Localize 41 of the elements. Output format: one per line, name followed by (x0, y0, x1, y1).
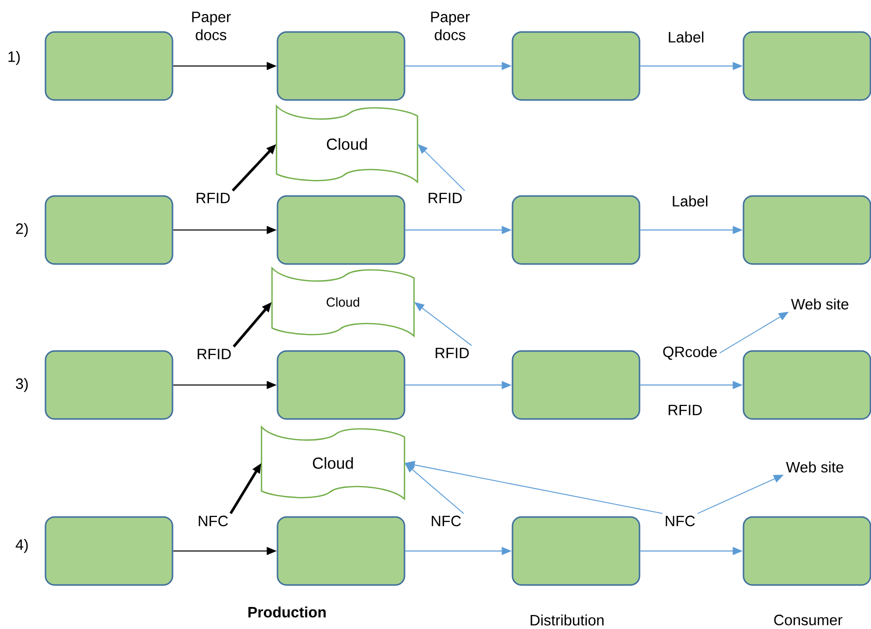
process-box (512, 31, 640, 101)
cloud-banner: Cloud (276, 105, 418, 183)
text-label: RFID (196, 192, 230, 204)
process-box (742, 350, 871, 420)
stage-label: Production (248, 606, 326, 618)
row-number: 1) (8, 51, 20, 65)
process-box (512, 516, 640, 586)
stage-label: Distribution (530, 614, 604, 626)
edge-label: Paper docs (431, 12, 470, 40)
cloud-banner: Cloud (271, 267, 415, 337)
process-box (276, 195, 406, 265)
process-box (44, 195, 174, 265)
text-label: RFID (428, 192, 462, 204)
edge-label: RFID (668, 404, 702, 416)
process-box (44, 31, 174, 101)
text-label: NFC (432, 516, 461, 526)
row-number: 2) (16, 223, 28, 237)
edge-label: Label (668, 32, 704, 42)
row-number: 3) (16, 378, 28, 392)
text-label: RFID (198, 348, 231, 360)
process-box (276, 350, 406, 420)
process-box (512, 350, 640, 420)
edge-label: Paper docs (192, 12, 231, 40)
text-label: NFC (198, 516, 228, 526)
text-label: RFID (436, 348, 469, 358)
text-label: Web site (791, 298, 848, 310)
row-number: 4) (16, 539, 28, 553)
process-box (44, 350, 174, 420)
text-label: NFC (666, 516, 695, 526)
text-label: Web site (786, 462, 844, 472)
process-box (512, 195, 640, 265)
process-box (276, 31, 406, 101)
cloud-banner: Cloud (260, 426, 406, 500)
edge-label: Label (672, 196, 708, 206)
stage-label: Consumer (774, 614, 842, 626)
process-box (742, 195, 871, 265)
process-box (44, 516, 174, 586)
process-box (276, 516, 406, 586)
process-box (742, 31, 871, 101)
text-label: QRcode (663, 346, 717, 360)
process-box (742, 516, 871, 586)
